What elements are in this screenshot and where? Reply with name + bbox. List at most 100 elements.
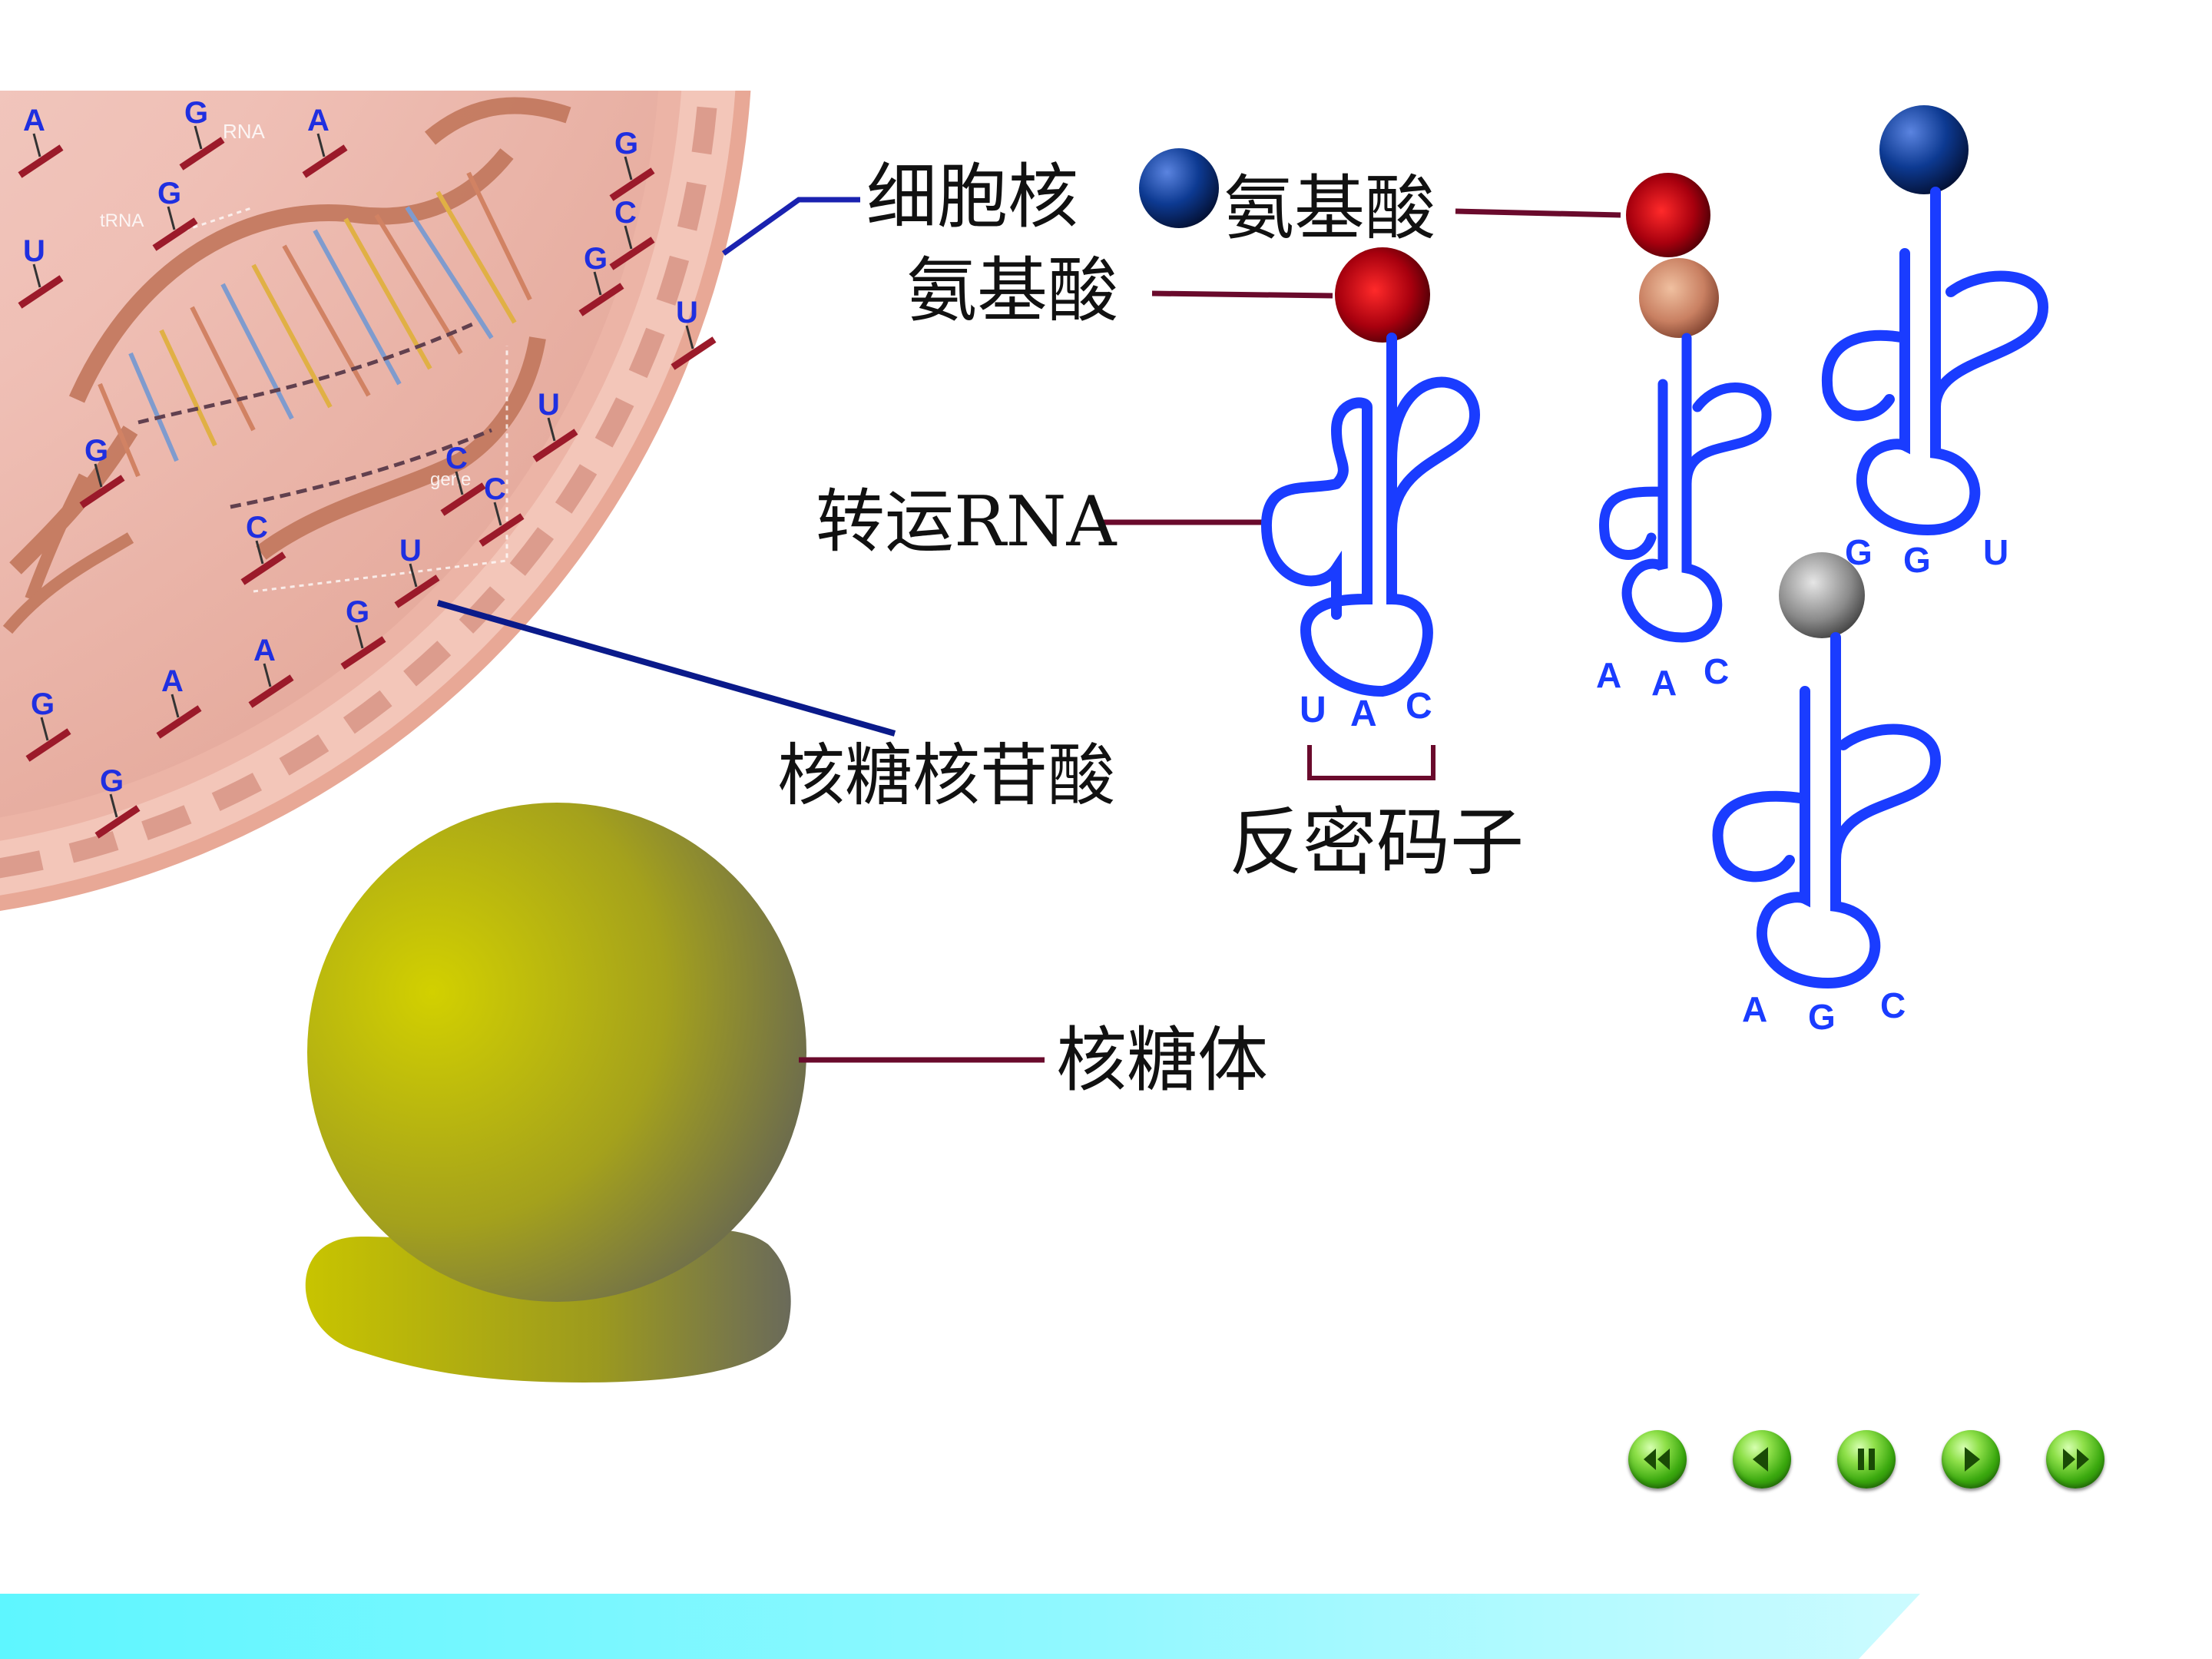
nucleotide-stem (40, 717, 49, 741)
nucleotide-stem (194, 125, 203, 150)
trna-aac (1599, 258, 1772, 643)
trna-aac-base-1: A (1596, 655, 1621, 695)
amino-acid-top-pointer-line (1455, 208, 1621, 218)
nucleotide-letter: G (584, 242, 608, 276)
nucleotide-stem (263, 663, 272, 687)
previous-button[interactable] (1733, 1430, 1791, 1488)
nucleotide-stem (685, 325, 694, 349)
nucleotide-letter: U (538, 388, 560, 422)
nucleotide-base-bar (609, 167, 655, 201)
nucleotide-base-bar (94, 805, 141, 839)
label-anticodon: 反密码子 (1229, 800, 1524, 886)
nucleotide-base-bar (340, 636, 386, 670)
nucleotide: C (478, 472, 525, 547)
amino-acid-red-free (1626, 173, 1710, 257)
nucleotide-stem (455, 471, 464, 495)
last-button[interactable] (2046, 1430, 2104, 1488)
nucleotide-base-bar (25, 728, 71, 762)
trna-aac-strand (1599, 333, 1772, 643)
nucleotide-letter: G (100, 764, 124, 798)
anticodon-bracket (1307, 745, 1435, 780)
nucleotide: G (578, 242, 624, 316)
nucleotide-stem (109, 793, 118, 818)
nucleotide-letter: C (614, 196, 637, 230)
trna-agc-strand (1712, 632, 1942, 989)
trna-ggu (1821, 105, 2049, 536)
label-nucleus: 细胞核 (866, 156, 1078, 238)
amino-acid-left-pointer-line (1151, 290, 1333, 299)
nucleotide: G (152, 177, 198, 251)
trna-aac-base-3: C (1704, 651, 1729, 691)
nucleotide-base-bar (578, 283, 624, 316)
nucleotide-stem (167, 206, 176, 230)
dna-helix (2, 97, 571, 634)
nucleotide: G (25, 687, 71, 762)
nucleotide-stem (32, 263, 41, 288)
nucleotide-stem (171, 694, 180, 718)
trna-uac-strand (1260, 333, 1481, 697)
nucleotide-letter: U (399, 534, 422, 568)
trna-small-label: tRNA (100, 210, 144, 231)
nucleotide-base-bar (394, 575, 440, 608)
nucleus-pointer-line (721, 197, 860, 256)
nucleotide: C (609, 196, 655, 270)
previous-icon (1753, 1447, 1768, 1472)
nucleotide-letter: G (31, 687, 55, 721)
nucleotide: U (532, 388, 578, 462)
nucleotide-stem (94, 463, 103, 488)
nucleotide-letter: G (84, 434, 108, 468)
trna-uac-anticodon: U A C (1300, 686, 1432, 734)
nucleotide-stem (593, 271, 602, 296)
nucleotide-stem (547, 417, 556, 442)
trna-uac-base-2: A (1350, 694, 1377, 734)
nucleotide-letter: C (445, 442, 468, 475)
trna-agc-base-1: A (1742, 989, 1767, 1029)
trna-aac-anticodon: A A C (1596, 651, 1729, 703)
trna-agc-anticodon: A G C (1742, 985, 1906, 1037)
ribonucleotide-pointer-line (436, 600, 896, 737)
nucleotide: A (156, 664, 202, 739)
amino-acid-blue (1139, 148, 1219, 228)
nucleotide-letter: G (157, 177, 181, 210)
footer-band (0, 1594, 1920, 1659)
nucleotide-stem (624, 156, 633, 180)
rewind-icon (1644, 1449, 1670, 1470)
nucleotide-letter: G (614, 127, 638, 161)
nucleotide: U (671, 296, 717, 370)
trna-ggu-amino-acid (1879, 105, 1969, 194)
pause-icon (1858, 1449, 1875, 1470)
nucleotide: A (18, 104, 64, 178)
nucleotide: G (609, 127, 655, 201)
nucleotide-letter: C (246, 511, 268, 545)
trna-aac-amino-acid (1639, 258, 1719, 338)
trna-ggu-base-2: G (1903, 540, 1931, 580)
nucleotide-letter: A (307, 104, 329, 137)
nucleotide-base-bar (240, 551, 286, 585)
next-button[interactable] (1942, 1430, 2000, 1488)
nucleotide: G (79, 434, 125, 508)
nucleotide-letter: U (23, 234, 45, 268)
nucleotide: U (18, 234, 64, 309)
ribosome-large-subunit (307, 803, 806, 1302)
ribosome (305, 803, 806, 1382)
nucleotide-base-bar (248, 674, 294, 708)
nucleotide-base-bar (18, 275, 64, 309)
nucleotide-stem (32, 133, 41, 157)
nucleotide-base-bar (532, 429, 578, 462)
trna-ggu-base-3: U (1983, 532, 2008, 572)
nucleotide-stem (624, 225, 633, 250)
first-button[interactable] (1628, 1430, 1687, 1488)
next-icon (1965, 1447, 1980, 1472)
rna-label: RNA (223, 120, 266, 143)
trna-agc-base-2: G (1808, 997, 1836, 1037)
label-ribonucleotide: 核糖核苷酸 (777, 736, 1115, 815)
nucleotide-stem (493, 502, 502, 526)
nucleotide-letter: C (484, 472, 506, 506)
nucleotide-stem (316, 133, 326, 157)
pause-button[interactable] (1837, 1430, 1896, 1488)
trna-ggu-strand (1821, 187, 2049, 536)
nucleotide-letter: G (184, 96, 208, 130)
